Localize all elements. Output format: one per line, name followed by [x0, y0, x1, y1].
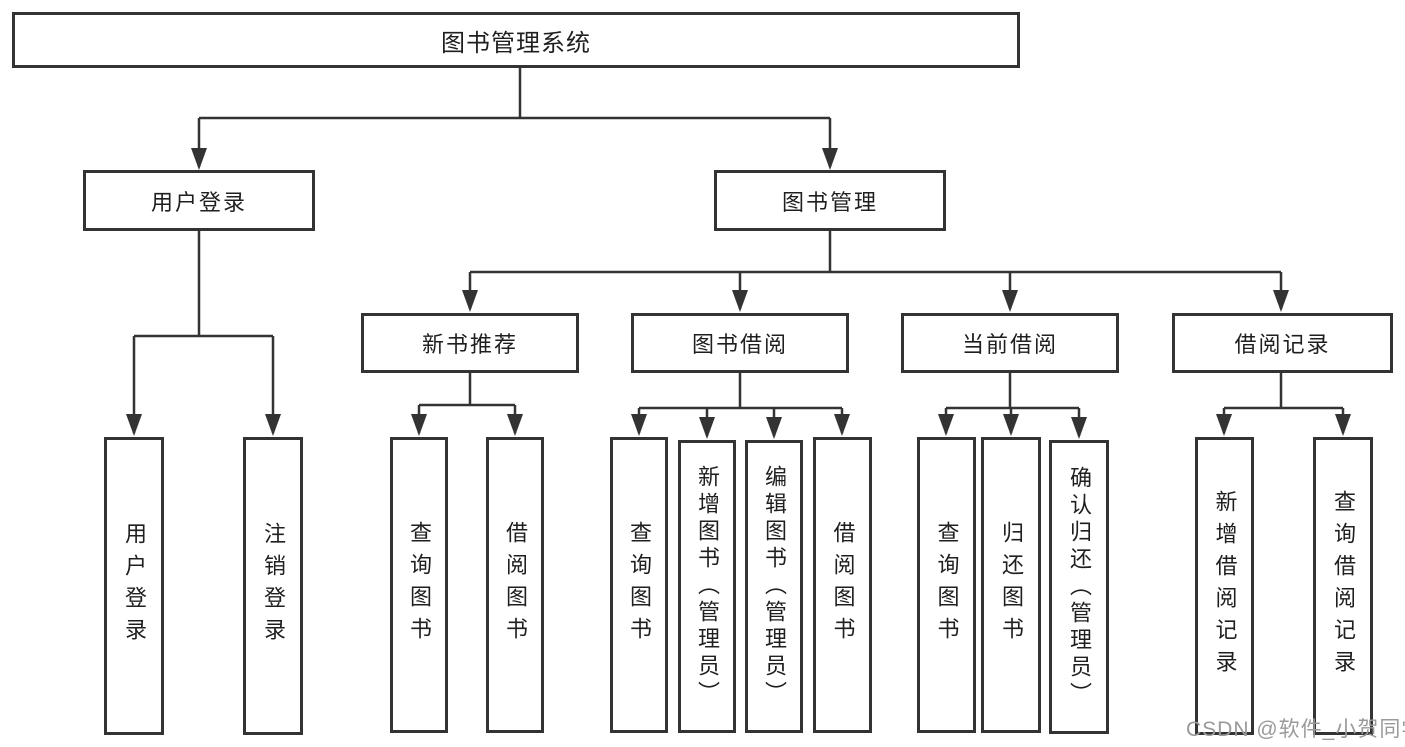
node-root-label: 图书管理系统: [441, 29, 591, 57]
node-book-management: 图书管理: [714, 170, 946, 231]
leaf-cb-confirm-return-admin-label: 确认归还（管理员）: [1067, 465, 1092, 709]
leaf-logout-label: 注销登录: [261, 522, 286, 650]
node-book-borrow: 图书借阅: [631, 313, 849, 373]
leaf-cb-query-books: 查询图书: [917, 437, 976, 733]
leaf-logout: 注销登录: [243, 437, 303, 735]
node-current-borrow: 当前借阅: [901, 313, 1119, 373]
leaf-bb-edit-books-admin: 编辑图书（管理员）: [745, 440, 803, 733]
leaf-br-add-record-label: 新增借阅记录: [1212, 490, 1238, 682]
edge-current-borrow-to-leaves: [944, 373, 1081, 436]
edge-book-borrow-to-leaves: [637, 373, 844, 436]
edge-book-management-to-level3: [468, 231, 1283, 309]
leaf-bb-borrow-books-label: 借阅图书: [830, 521, 856, 649]
leaf-user-login-label: 用户登录: [122, 522, 147, 650]
edge-borrow-records-to-leaves: [1222, 373, 1345, 433]
leaf-bb-query-books: 查询图书: [610, 437, 668, 733]
leaf-bb-add-books-admin-label: 新增图书（管理员）: [695, 465, 720, 708]
node-new-book-recommend-label: 新书推荐: [421, 332, 518, 357]
node-user-login: 用户登录: [83, 170, 315, 231]
node-new-book-recommend: 新书推荐: [361, 313, 579, 373]
node-borrow-records-label: 借阅记录: [1234, 332, 1331, 357]
edge-user-login-to-leaves: [132, 231, 275, 433]
leaf-br-query-record-label: 查询借阅记录: [1331, 490, 1356, 682]
csdn-watermark: CSDN @软件_小贺同学: [1186, 718, 1405, 741]
leaf-nb-borrow-books: 借阅图书: [486, 437, 544, 733]
leaf-bb-query-books-label: 查询图书: [627, 521, 652, 649]
leaf-cb-return-books-label: 归还图书: [999, 521, 1024, 649]
leaf-cb-return-books: 归还图书: [981, 437, 1041, 733]
leaf-br-add-record: 新增借阅记录: [1195, 437, 1254, 735]
node-user-login-label: 用户登录: [150, 189, 247, 215]
leaf-bb-add-books-admin: 新增图书（管理员）: [678, 440, 736, 733]
leaf-user-login: 用户登录: [104, 437, 164, 735]
leaf-nb-query-books-label: 查询图书: [407, 521, 432, 649]
leaf-nb-query-books: 查询图书: [390, 437, 448, 733]
leaf-bb-edit-books-admin-label: 编辑图书（管理员）: [762, 465, 787, 708]
node-borrow-records: 借阅记录: [1172, 313, 1393, 373]
node-book-borrow-label: 图书借阅: [691, 332, 788, 357]
node-current-borrow-label: 当前借阅: [961, 332, 1058, 357]
leaf-bb-borrow-books: 借阅图书: [813, 437, 872, 733]
edge-root-to-level2: [197, 68, 832, 167]
node-root-system: 图书管理系统: [12, 12, 1020, 68]
edge-new-book-recommend-to-leaves: [417, 373, 517, 433]
leaf-nb-borrow-books-label: 借阅图书: [503, 521, 528, 649]
node-book-management-label: 图书管理: [781, 189, 878, 215]
leaf-cb-query-books-label: 查询图书: [934, 521, 960, 649]
leaf-br-query-record: 查询借阅记录: [1313, 437, 1373, 735]
leaf-cb-confirm-return-admin: 确认归还（管理员）: [1049, 440, 1109, 734]
